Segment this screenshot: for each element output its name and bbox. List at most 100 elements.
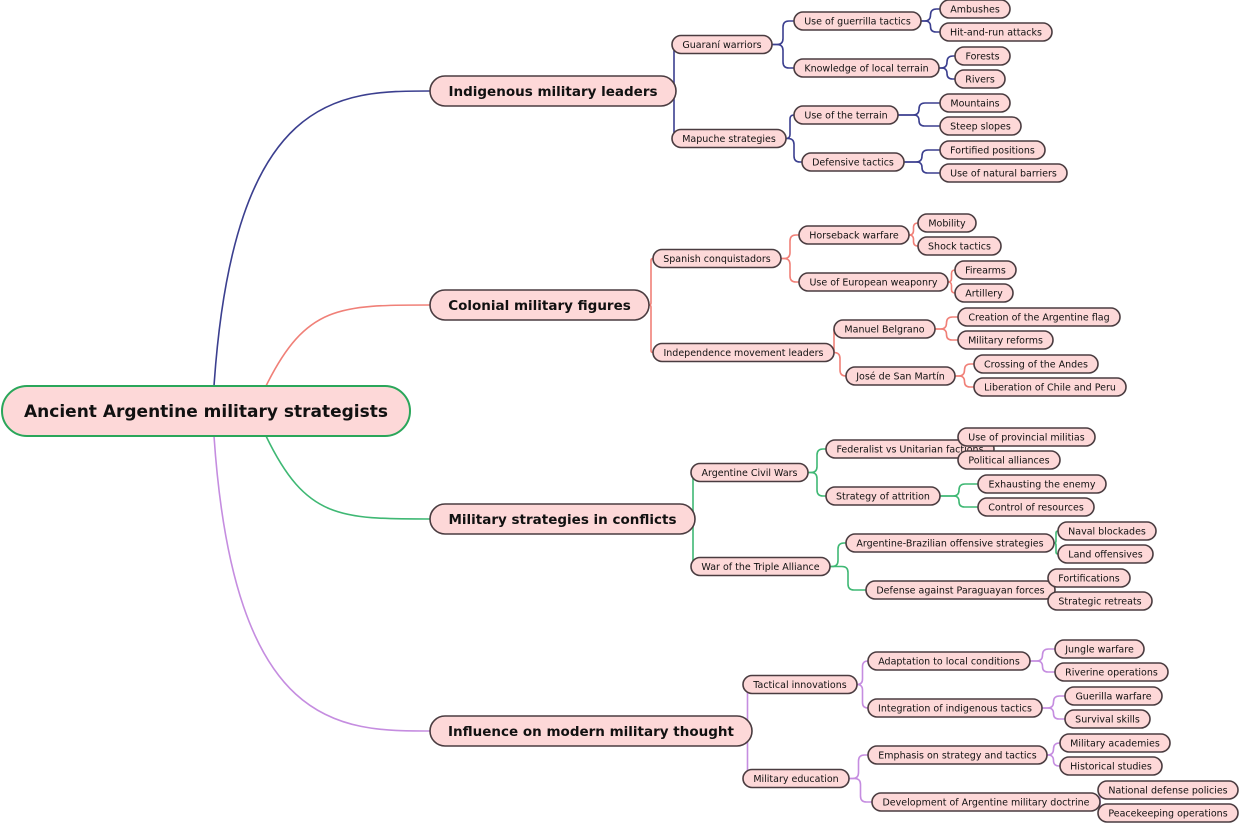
leaf-node-label: Ambushes: [950, 4, 1000, 15]
sub-branch-node[interactable]: Guaraní warriors: [671, 34, 773, 55]
topic-leaf-link: [939, 55, 955, 69]
topic-node[interactable]: Manuel Belgrano: [833, 319, 936, 339]
leaf-node-label: Fortifications: [1058, 573, 1119, 584]
sub-branch-node[interactable]: Tactical innovations: [742, 674, 858, 695]
topic-node[interactable]: Use of the terrain: [793, 105, 899, 125]
leaf-node-label: Hit-and-run attacks: [950, 27, 1042, 38]
topic-node[interactable]: Federalist vs Unitarian factions: [825, 439, 995, 459]
sub-branch-node[interactable]: Military education: [742, 768, 850, 789]
topic-node[interactable]: Horseback warfare: [798, 225, 910, 245]
leaf-node[interactable]: Hit-and-run attacks: [939, 22, 1053, 42]
topic-leaf-link: [940, 483, 978, 497]
sub-branch-node-label: Mapuche strategies: [682, 134, 776, 145]
leaf-node-label: Survival skills: [1075, 714, 1140, 725]
topic-node[interactable]: Strategy of attrition: [825, 486, 941, 506]
leaf-node[interactable]: Exhausting the enemy: [977, 474, 1107, 494]
leaf-node-box: [1054, 639, 1145, 659]
topic-leaf-link: [935, 328, 958, 341]
leaf-node[interactable]: Liberation of Chile and Peru: [973, 377, 1127, 397]
leaf-node[interactable]: Jungle warfare: [1054, 639, 1145, 659]
sub-branch-node[interactable]: Mapuche strategies: [671, 128, 787, 149]
sub-branch-node-label: Argentine Civil Wars: [701, 468, 797, 479]
leaf-node[interactable]: Fortifications: [1047, 568, 1131, 588]
leaf-node-label: Crossing of the Andes: [984, 359, 1088, 370]
leaf-node[interactable]: Riverine operations: [1054, 662, 1169, 682]
branch-node[interactable]: Indigenous military leaders: [429, 75, 677, 107]
leaf-node[interactable]: Mountains: [939, 93, 1011, 113]
leaf-node-label: Historical studies: [1070, 761, 1152, 772]
branch-node[interactable]: Influence on modern military thought: [429, 715, 753, 747]
sub-branch-node[interactable]: Independence movement leaders: [652, 342, 835, 363]
sub-branch-node-box: [690, 556, 831, 577]
branch-node[interactable]: Military strategies in conflicts: [429, 503, 696, 535]
leaf-node[interactable]: Steep slopes: [939, 116, 1022, 136]
leaf-node[interactable]: Firearms: [954, 260, 1017, 280]
topic-node[interactable]: Argentine-Brazilian offensive strategies: [845, 533, 1055, 553]
branch-node-box: [429, 503, 696, 535]
topic-node[interactable]: Use of European weaponry: [798, 272, 949, 292]
sub-branch-node[interactable]: Spanish conquistadors: [652, 248, 782, 269]
root-node-label: Ancient Argentine military strategists: [24, 402, 388, 422]
leaf-node[interactable]: Military reforms: [957, 330, 1054, 350]
topic-node[interactable]: Use of guerrilla tactics: [793, 11, 922, 31]
leaf-node[interactable]: Guerilla warfare: [1064, 686, 1163, 706]
topic-node[interactable]: Knowledge of local terrain: [793, 58, 940, 78]
leaf-node[interactable]: Artillery: [954, 283, 1014, 303]
leaf-node[interactable]: Historical studies: [1059, 756, 1163, 776]
branch-node[interactable]: Colonial military figures: [429, 289, 650, 321]
leaf-node[interactable]: Shock tactics: [917, 236, 1002, 256]
topic-node[interactable]: José de San Martín: [845, 366, 956, 386]
leaf-node-box: [954, 69, 1006, 89]
leaf-node[interactable]: Fortified positions: [939, 140, 1046, 160]
sub-topic-link: [781, 257, 799, 283]
leaf-node[interactable]: Land offensives: [1057, 544, 1154, 564]
sub-branch-node[interactable]: War of the Triple Alliance: [690, 556, 831, 577]
root-branch-link: [213, 435, 431, 732]
sub-branch-node-box: [671, 128, 787, 149]
leaf-node-box: [1047, 591, 1153, 611]
leaf-node[interactable]: Control of resources: [977, 497, 1095, 517]
leaf-node[interactable]: Creation of the Argentine flag: [957, 307, 1121, 327]
topic-leaf-link: [1030, 648, 1055, 662]
leaf-node[interactable]: Crossing of the Andes: [973, 354, 1099, 374]
topic-node[interactable]: Adaptation to local conditions: [867, 651, 1031, 671]
leaf-node[interactable]: Use of provincial militias: [957, 427, 1096, 447]
leaf-node[interactable]: Military academies: [1059, 733, 1171, 753]
sub-topic-link: [772, 43, 794, 69]
topic-leaf-link: [904, 161, 940, 174]
leaf-node[interactable]: Ambushes: [939, 0, 1011, 19]
leaf-node-box: [957, 450, 1061, 470]
leaf-node[interactable]: Political alliances: [957, 450, 1061, 470]
leaf-node[interactable]: National defense policies: [1097, 780, 1239, 800]
leaf-node[interactable]: Strategic retreats: [1047, 591, 1153, 611]
sub-topic-link: [849, 777, 872, 803]
topic-node-label: Argentine-Brazilian offensive strategies: [856, 538, 1043, 549]
topic-leaf-link: [1047, 742, 1060, 756]
branch-node-box: [429, 75, 677, 107]
topic-node[interactable]: Integration of indigenous tactics: [867, 698, 1043, 718]
leaf-node[interactable]: Forests: [954, 46, 1011, 66]
sub-branch-node-box: [671, 34, 773, 55]
topic-node-box: [865, 580, 1056, 600]
topic-node[interactable]: Emphasis on strategy and tactics: [867, 745, 1048, 765]
topic-node[interactable]: Defensive tactics: [801, 152, 905, 172]
sub-topic-link: [808, 448, 826, 474]
leaf-node[interactable]: Mobility: [917, 213, 977, 233]
topic-node-box: [825, 486, 941, 506]
sub-branch-node[interactable]: Argentine Civil Wars: [690, 462, 809, 483]
sub-topic-link: [830, 565, 866, 591]
leaf-node[interactable]: Survival skills: [1064, 709, 1151, 729]
leaf-node[interactable]: Rivers: [954, 69, 1006, 89]
topic-node[interactable]: Defense against Paraguayan forces: [865, 580, 1056, 600]
leaf-node[interactable]: Naval blockades: [1057, 521, 1157, 541]
topic-leaf-link: [921, 8, 940, 22]
leaf-node[interactable]: Use of natural barriers: [939, 163, 1068, 183]
leaf-node[interactable]: Peacekeeping operations: [1097, 803, 1239, 823]
sub-topic-link: [856, 683, 869, 709]
leaf-node-box: [973, 354, 1099, 374]
topic-node[interactable]: Development of Argentine military doctri…: [871, 792, 1101, 812]
sub-branch-node-label: Independence movement leaders: [663, 348, 823, 359]
sub-topic-link: [786, 137, 802, 163]
root-node[interactable]: Ancient Argentine military strategists: [1, 385, 411, 437]
leaf-node-label: Peacekeeping operations: [1108, 808, 1227, 819]
